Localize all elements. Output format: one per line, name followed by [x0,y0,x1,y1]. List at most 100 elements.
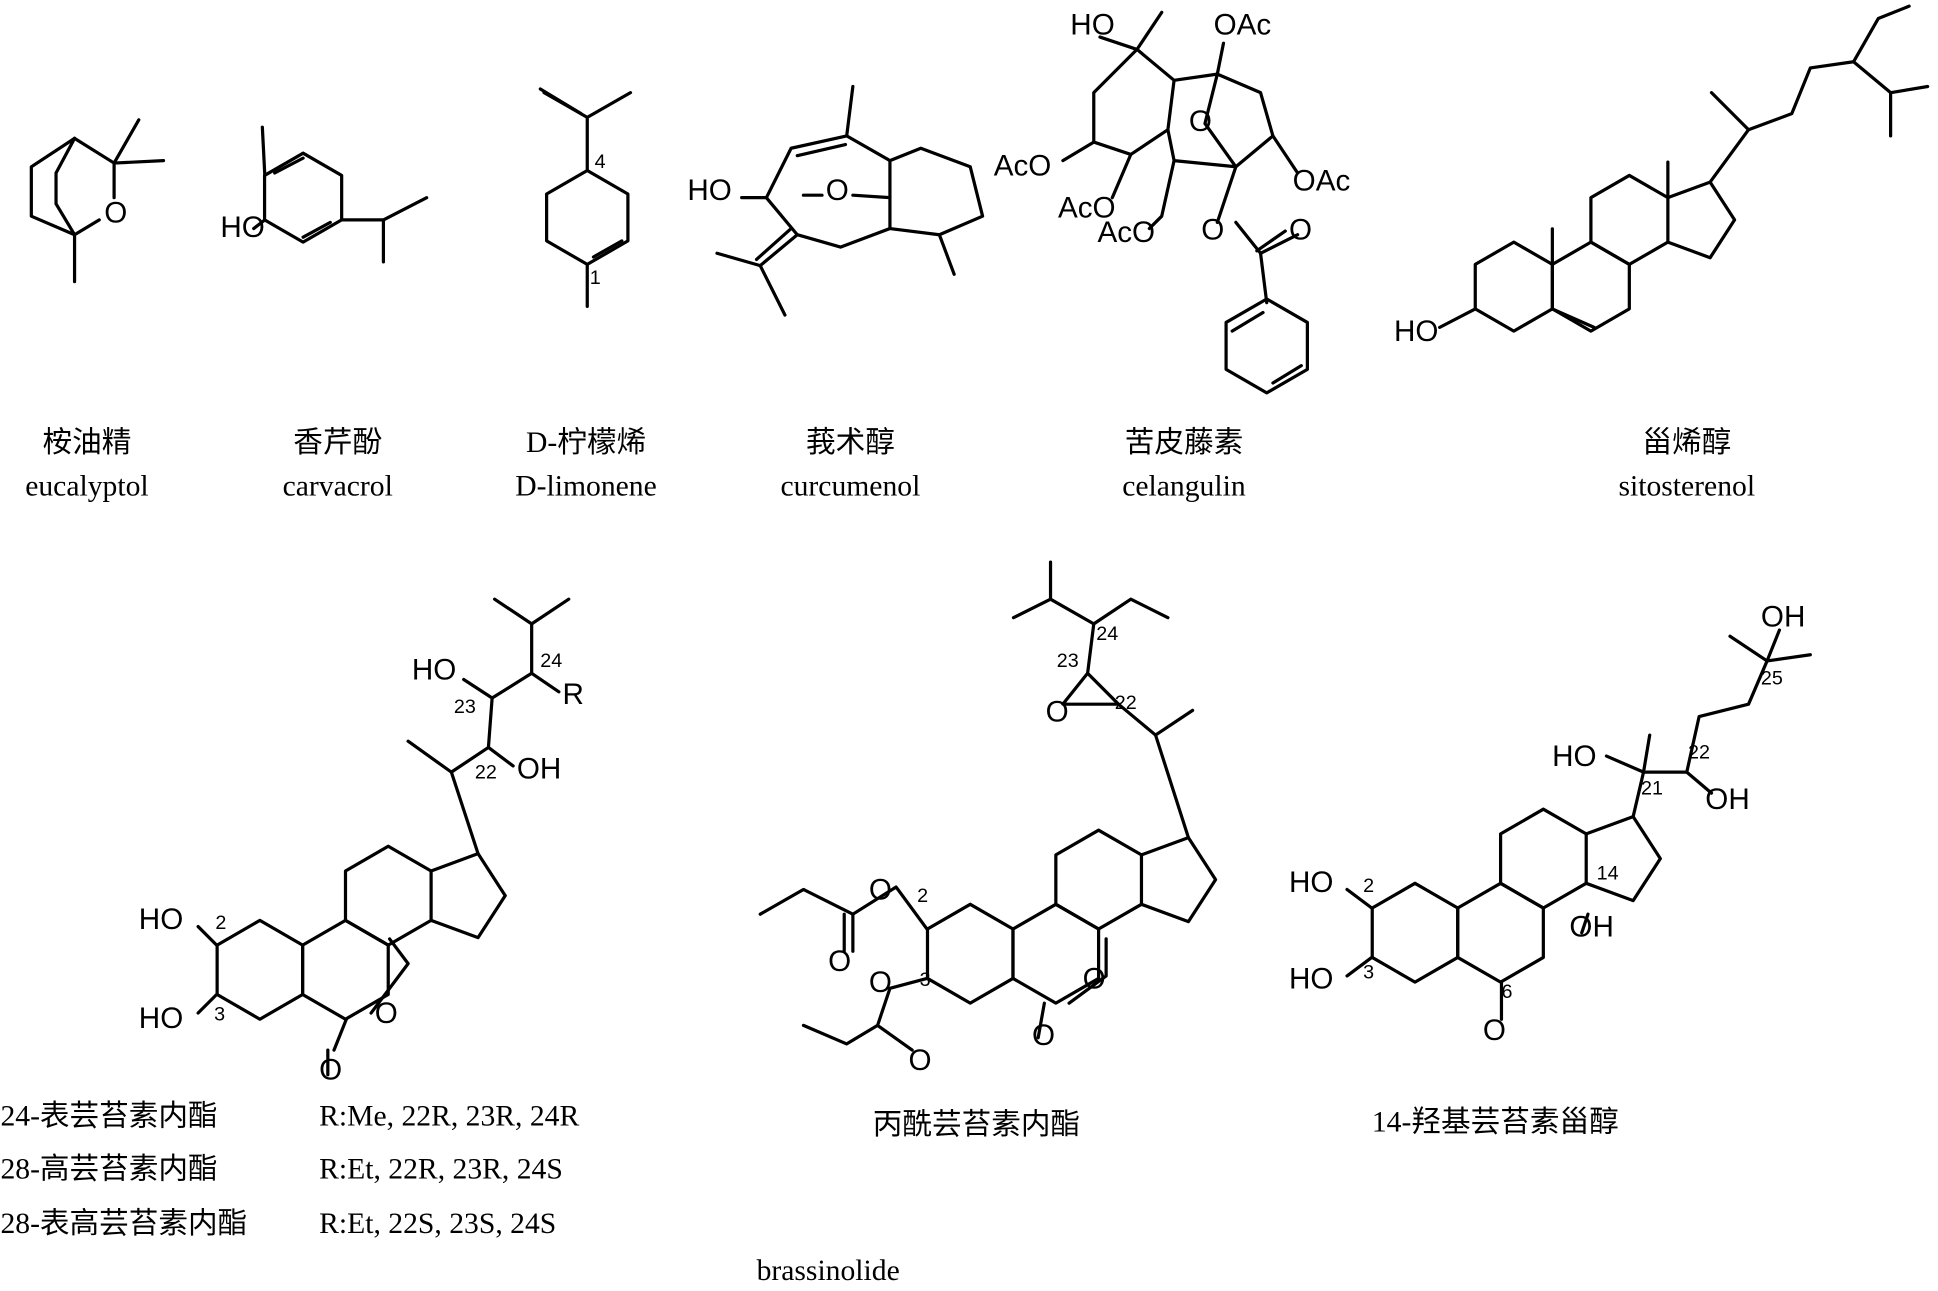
bond-skeletons [29,4,1930,1077]
bond-line [1224,297,1309,395]
atom-label: HO [1394,315,1438,348]
atom-label: 2 [1363,875,1374,897]
bond-line [252,218,267,231]
bond-line [1498,807,1588,910]
bond-line [764,134,985,249]
bond-line [1054,828,1144,931]
bond-line [925,902,1015,1005]
bond-line [369,937,410,1015]
bond-line [486,745,515,768]
atom-label: OH [1761,600,1805,633]
compound-label-limonene: D-柠檬烯 D-limonene [515,426,656,502]
bond-line [1092,47,1176,157]
bond-line [462,677,494,700]
atom-label: 21 [1641,777,1663,799]
bond-line [1728,634,1769,663]
atom-label: O [826,174,849,207]
bond-line [262,151,344,244]
bond-line [72,136,116,200]
bond-line [1550,307,1596,329]
atom-label: 14 [1597,863,1619,885]
variant-config: R:Me, 22R, 23R, 24R [319,1100,579,1132]
bond-line [1147,158,1176,231]
bond-line [1708,4,1911,184]
bond-line [875,976,929,1052]
bond-line [1139,835,1218,924]
atom-label: 24 [540,650,562,672]
atom-label: O [1289,214,1312,247]
bond-line [196,924,219,947]
bond-line [1061,671,1121,706]
atom-label: 25 [1761,667,1783,689]
bond-line [1230,310,1265,333]
bond-line [1685,770,1714,795]
compound-label-curcumenol: 莪术醇 curcumenol [780,426,920,502]
bond-line [530,597,571,626]
bond-line [1580,912,1590,935]
bond-line [1370,881,1460,984]
bond-line [429,852,507,940]
bond-line [1438,307,1478,329]
name-en: curcumenol [780,470,920,502]
atom-label: AcO [1058,191,1116,224]
atom-label: 3 [920,969,931,991]
brassinolide-variant-list: 24-表芸苔素内酯 R:Me, 22R, 23R, 24R 28-高芸苔素内酯 … [0,1099,579,1239]
atom-label: O [828,945,851,978]
atom-label: HO [412,653,456,686]
bond-line [112,118,141,165]
bond-line [1215,165,1238,224]
bond-line [715,233,799,268]
atom-label: AcO [994,149,1052,182]
atom-label: 6 [1501,981,1512,1003]
bond-line [1098,35,1139,52]
atom-label: HO [139,1002,183,1035]
atom-label: O [1083,962,1106,995]
atom-label: AcO [1097,216,1155,249]
variant-name: 28-表高芸苔素内酯 [0,1207,247,1240]
bond-line [1345,955,1374,978]
bond-line [758,264,787,317]
name-en: celangulin [1122,470,1246,502]
brassinolide-group-label: brassinolide [757,1255,900,1287]
bond-line [1550,240,1631,333]
bond-line [112,158,166,165]
bond-line [545,168,630,266]
atom-label: 22 [475,761,497,783]
bond-line [72,218,101,284]
atom-label: 3 [214,1003,225,1025]
hydroxy-brassinosterol-name: 14-羟基芸苔素甾醇 [1372,1106,1619,1139]
atom-label: HO [1070,9,1114,42]
bond-line [851,193,892,200]
variant-config: R:Et, 22S, 23S, 24S [319,1208,556,1240]
atom-label: 23 [454,696,476,718]
name-en: eucalyptol [25,470,148,502]
bond-line [406,739,453,774]
bond-line [1166,72,1275,169]
atom-label: OH [517,752,561,785]
atom-label: O [1032,1019,1055,1052]
atom-label: O [908,1044,931,1077]
propionyl-brassinolide-name: 丙酰芸苔素内酯 [873,1108,1080,1141]
bond-line [845,84,855,138]
bond-line [1258,251,1269,305]
atom-label: OAc [1293,164,1351,197]
bond-line [538,87,583,116]
atom-label: OAc [1214,9,1272,42]
bond-line [196,992,219,1015]
name-en: D-limonene [515,470,656,502]
bond-line [449,597,534,856]
bond-line [1641,733,1652,774]
bond-line [1765,653,1812,663]
bond-line [1604,754,1646,774]
bond-line [758,887,855,916]
variant-config: R:Et, 22R, 23R, 24S [319,1154,563,1186]
bond-line [54,136,77,237]
bond-line [1666,180,1737,260]
bond-line [1271,134,1300,175]
bond-line [1036,1001,1046,1040]
atom-label: O [375,997,398,1030]
bond-line [1473,240,1554,333]
atom-label: 23 [1057,650,1079,672]
atom-label: O [104,196,127,229]
